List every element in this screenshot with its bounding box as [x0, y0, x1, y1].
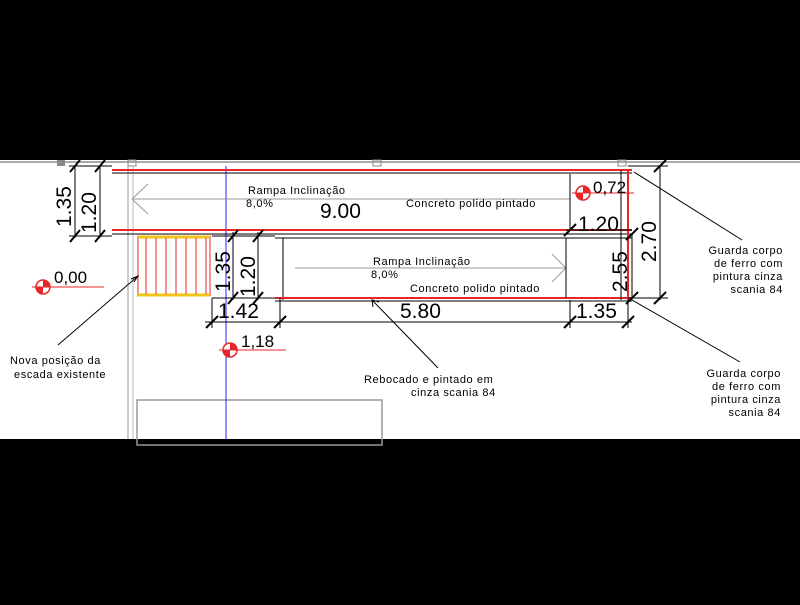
svg-text:escada existente: escada existente	[14, 369, 106, 381]
dimension-tick	[625, 227, 639, 241]
svg-text:scania 84: scania 84	[731, 284, 784, 296]
leader-arrow	[130, 274, 140, 283]
elevation-top-value: 0,72	[593, 178, 626, 197]
dimension-tick	[94, 229, 106, 243]
column-marker	[617, 159, 627, 167]
lower-ramp-finish: Concreto polido pintado	[410, 283, 540, 295]
dim-landing-top: 1.20	[578, 213, 619, 236]
dimension-tick	[621, 315, 635, 329]
dimension-tick	[252, 229, 264, 243]
dimension-tick	[273, 315, 287, 329]
upper-ramp-slope: 8,0%	[246, 198, 273, 210]
room-outline	[136, 399, 383, 446]
column-marker	[57, 160, 65, 166]
dimension-tick	[69, 159, 81, 173]
dim-right-255: 2.55	[609, 251, 632, 292]
dimension-tick	[205, 315, 219, 329]
svg-text:de ferro com: de ferro com	[712, 381, 781, 393]
dimension-tick	[653, 159, 667, 173]
dim-mid-135: 1.35	[212, 251, 235, 292]
svg-text:Guarda corpo: Guarda corpo	[707, 368, 781, 380]
svg-text:Nova posição da: Nova posição da	[10, 355, 101, 367]
lower-ramp-label: Rampa Inclinação	[373, 256, 471, 268]
dimension-tick	[227, 229, 239, 243]
dimension-tick	[625, 291, 639, 305]
note-stair: Nova posição da escada existente	[10, 355, 106, 381]
svg-text:Guarda corpo: Guarda corpo	[709, 245, 783, 257]
dimension-tick	[653, 291, 667, 305]
dim-left-135: 1.35	[53, 186, 76, 227]
svg-text:scania 84: scania 84	[729, 407, 782, 419]
dimension-tick	[69, 229, 81, 243]
dim-stair-width: 1.42	[218, 300, 259, 323]
dimension-tick	[563, 315, 577, 329]
upper-ramp-finish: Concreto polido pintado	[406, 198, 536, 210]
dim-landing-bottom: 1.35	[576, 300, 617, 323]
upper-ramp-label: Rampa Inclinação	[248, 185, 346, 197]
svg-text:pintura cinza: pintura cinza	[711, 394, 781, 406]
elevation-marker-ground	[32, 279, 104, 295]
dim-right-270: 2.70	[638, 221, 661, 262]
note-guard-bottom: Guarda corpo de ferro com pintura cinza …	[707, 368, 782, 419]
column-marker	[127, 159, 137, 167]
existing-stair	[137, 235, 211, 297]
dim-lower-length: 5.80	[400, 300, 441, 323]
dim-upper-length: 9.00	[320, 200, 361, 223]
leader-line-stair	[57, 275, 139, 346]
svg-text:pintura cinza: pintura cinza	[713, 271, 783, 283]
elevation-mid-value: 1,18	[241, 332, 274, 351]
dimension-tick	[252, 291, 264, 305]
dim-mid-120: 1.20	[237, 256, 260, 297]
leader-arrow	[371, 299, 380, 308]
note-guard-top: Guarda corpo de ferro com pintura cinza …	[709, 245, 784, 296]
svg-text:cinza scania 84: cinza scania 84	[411, 387, 496, 399]
note-plaster: Rebocado e pintado em cinza scania 84	[364, 374, 496, 399]
dim-left-120: 1.20	[78, 192, 101, 233]
column-marker	[372, 159, 382, 167]
svg-text:Rebocado e pintado em: Rebocado e pintado em	[364, 374, 493, 386]
dimension-tick	[94, 159, 106, 173]
dimension-tick	[227, 291, 239, 305]
svg-text:de ferro com: de ferro com	[714, 258, 783, 270]
lower-ramp-slope: 8,0%	[371, 269, 398, 281]
elevation-marker-mid	[219, 342, 286, 358]
elevation-ground-value: 0,00	[54, 268, 87, 287]
dimension-tick	[563, 223, 577, 237]
leader-line-guard-top	[633, 171, 743, 241]
ramp-arrow-head	[131, 183, 149, 215]
leader-line-plaster	[371, 299, 439, 369]
leader-line-guard-bottom	[631, 299, 741, 363]
elevation-marker-top	[572, 185, 634, 201]
